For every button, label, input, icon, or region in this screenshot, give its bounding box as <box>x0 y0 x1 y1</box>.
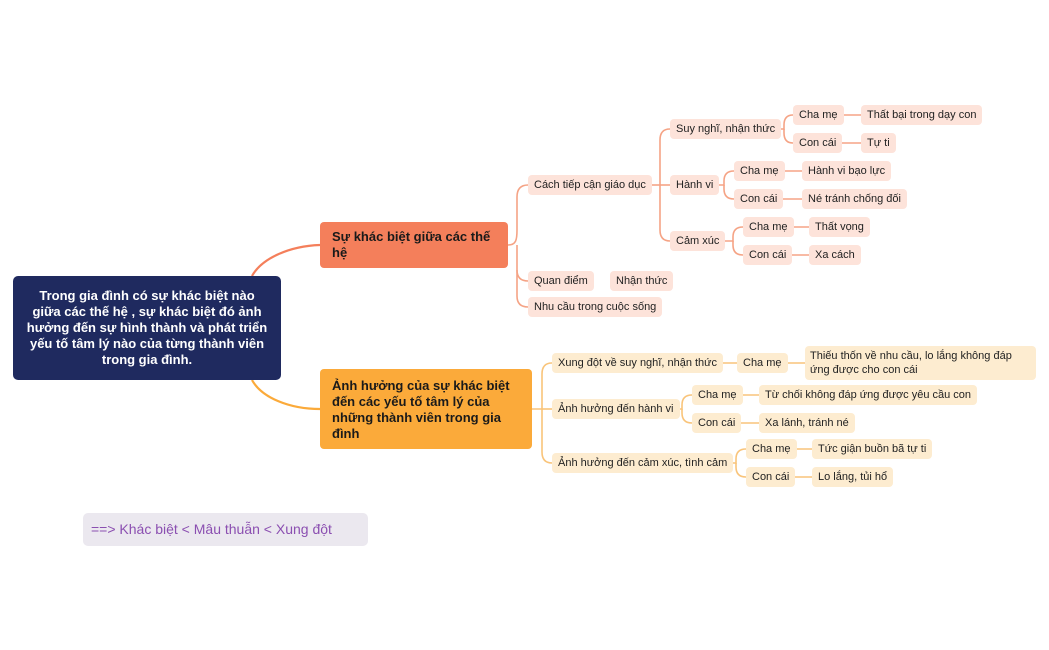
leaf-refusal[interactable]: Từ chối không đáp ứng được yêu cầu con <box>759 385 978 405</box>
node-children[interactable]: Con cái <box>734 189 784 209</box>
connector-root-branch1 <box>251 243 321 277</box>
topic-thinking[interactable]: Suy nghĩ, nhận thức <box>670 119 782 139</box>
node-children[interactable]: Con cái <box>793 133 843 153</box>
conclusion-note-text: ==> Khác biệt < Mâu thuẫn < Xung đột <box>91 521 332 537</box>
node-children[interactable]: Con cái <box>692 413 742 433</box>
leaf-avoidance[interactable]: Né tránh chống đối <box>802 189 907 209</box>
node-parents[interactable]: Cha mẹ <box>746 439 797 459</box>
leaf-perception[interactable]: Nhận thức <box>610 271 674 291</box>
leaf-disappointment[interactable]: Thất vọng <box>809 217 870 237</box>
topic-life-needs[interactable]: Nhu cầu trong cuộc sống <box>528 297 663 317</box>
node-parents[interactable]: Cha mẹ <box>743 217 794 237</box>
branch-label: Ảnh hưởng của sự khác biệt đến các yếu t… <box>332 378 510 441</box>
root-topic-text: Trong gia đình có sự khác biệt nào giữa … <box>26 288 268 367</box>
leaf-low-self-esteem[interactable]: Tự ti <box>861 133 896 153</box>
branch-generation-differences[interactable]: Sự khác biệt giữa các thế hệ <box>320 222 508 268</box>
node-parents[interactable]: Cha mẹ <box>737 353 788 373</box>
leaf-failure-parenting[interactable]: Thất bại trong dạy con <box>861 105 983 125</box>
leaf-distance[interactable]: Xa cách <box>809 245 861 265</box>
node-parents[interactable]: Cha mẹ <box>734 161 785 181</box>
leaf-anxiety-shame[interactable]: Lo lắng, tủi hổ <box>812 467 894 487</box>
topic-viewpoint[interactable]: Quan điểm <box>528 271 594 291</box>
branch-psychological-impact[interactable]: Ảnh hưởng của sự khác biệt đến các yếu t… <box>320 369 532 449</box>
node-children[interactable]: Con cái <box>743 245 793 265</box>
node-parents[interactable]: Cha mẹ <box>692 385 743 405</box>
connector-root-branch2 <box>251 379 321 411</box>
leaf-unmet-needs[interactable]: Thiếu thốn về nhu cầu, lo lắng không đáp… <box>805 346 1036 380</box>
topic-emotion[interactable]: Cảm xúc <box>670 231 726 251</box>
root-topic[interactable]: Trong gia đình có sự khác biệt nào giữa … <box>13 276 281 380</box>
topic-behavior[interactable]: Hành vi <box>670 175 720 195</box>
leaf-anger-sadness[interactable]: Tức giận buồn bã tự ti <box>812 439 933 459</box>
conclusion-note[interactable]: ==> Khác biệt < Mâu thuẫn < Xung đột <box>83 513 368 546</box>
topic-thinking-conflict[interactable]: Xung đột về suy nghĩ, nhận thức <box>552 353 724 373</box>
branch-label: Sự khác biệt giữa các thế hệ <box>332 229 491 260</box>
node-parents[interactable]: Cha mẹ <box>793 105 844 125</box>
leaf-violent-behavior[interactable]: Hành vi bạo lực <box>802 161 892 181</box>
topic-education-approach[interactable]: Cách tiếp cận giáo dục <box>528 175 652 195</box>
node-children[interactable]: Con cái <box>746 467 796 487</box>
leaf-withdrawal[interactable]: Xa lánh, tránh né <box>759 413 855 433</box>
topic-emotion-impact[interactable]: Ảnh hưởng đến cảm xúc, tình cảm <box>552 453 734 473</box>
topic-behavior-impact[interactable]: Ảnh hưởng đến hành vi <box>552 399 680 419</box>
